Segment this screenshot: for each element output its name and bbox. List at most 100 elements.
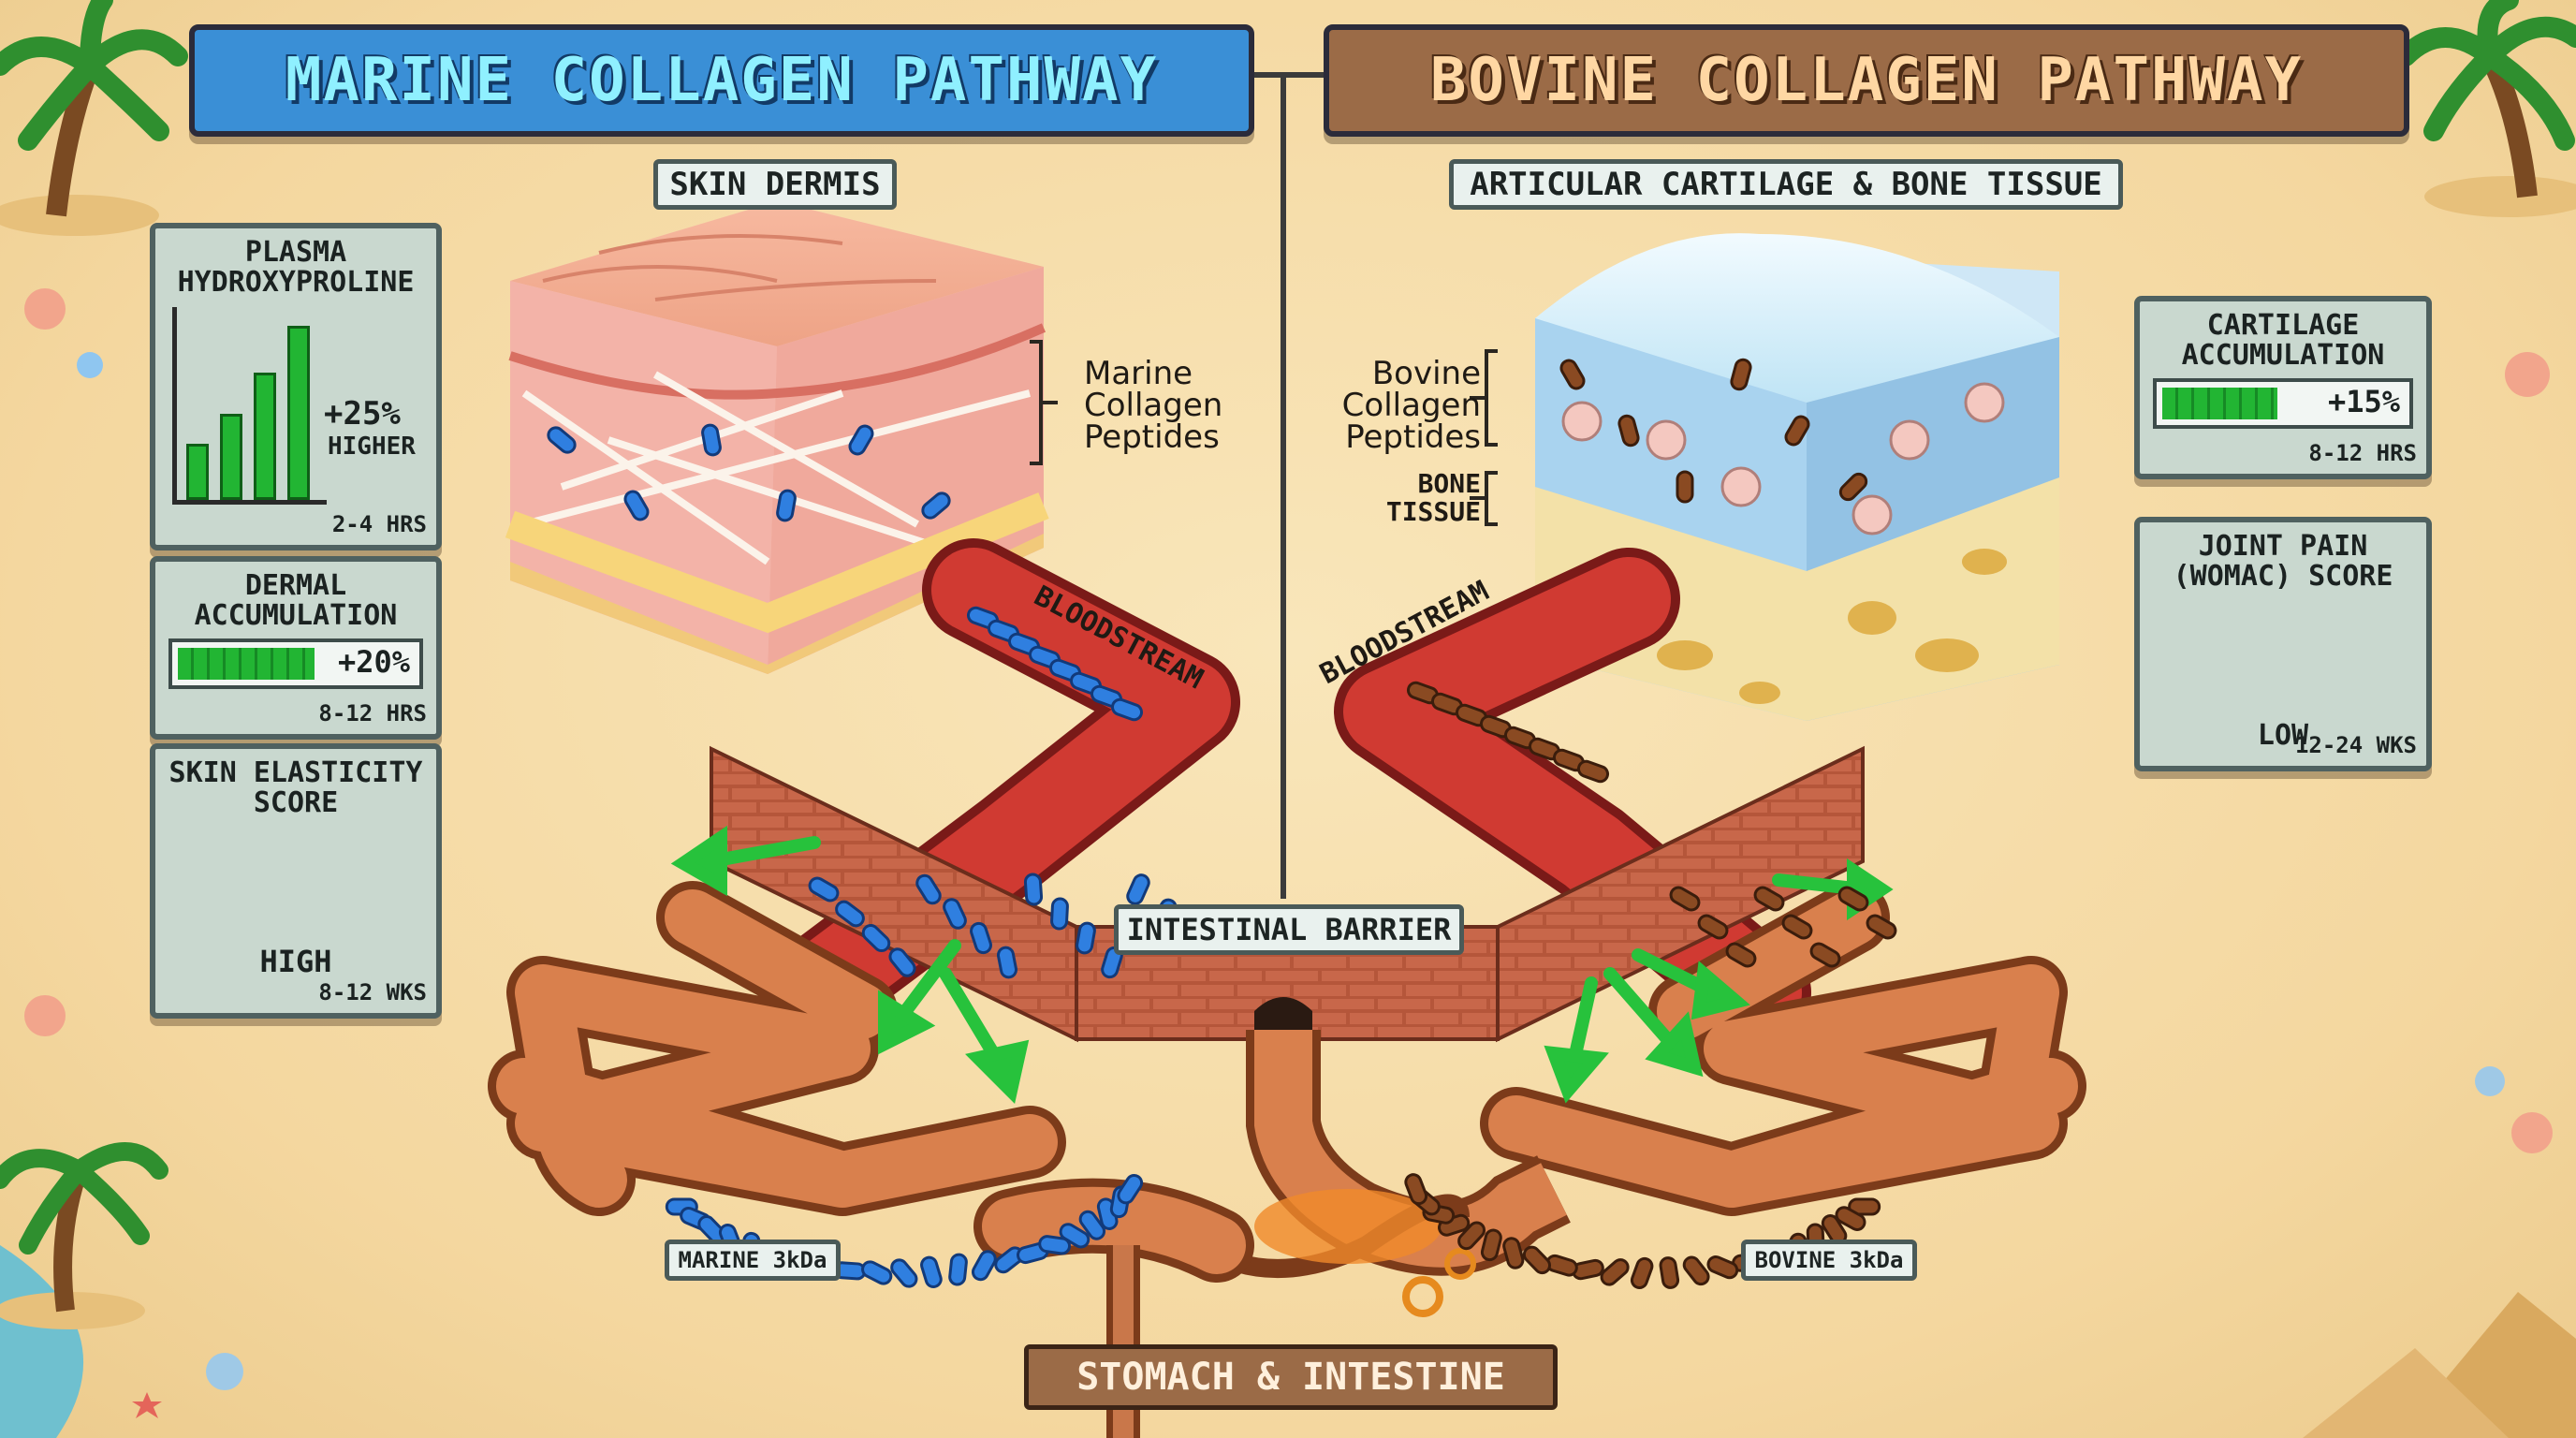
- peptide-capsule: [1600, 1258, 1630, 1286]
- peptide-capsule: [1669, 886, 1701, 912]
- marine-pathway-header: MARINE COLLAGEN PATHWAY: [189, 24, 1254, 137]
- peptide-capsule: [920, 1255, 943, 1288]
- palm-tree-top-right: [2395, 0, 2576, 217]
- dermal-progress-bar: +20%: [168, 638, 423, 689]
- dermal-accumulation-panel: DERMAL ACCUMULATION +20% 8-12 HRS: [150, 556, 442, 740]
- intestine-bovine: [1480, 881, 2086, 1216]
- seashells: [24, 288, 2553, 1418]
- marine-peptides-label: Marine Collagen Peptides: [1084, 355, 1223, 456]
- peptide-capsule: [1404, 1173, 1428, 1206]
- peptide-capsule: [1078, 1210, 1106, 1240]
- panel-time: 2-4 HRS: [331, 511, 427, 537]
- peptide-capsule: [1781, 914, 1813, 940]
- hydroxyproline-bar: [220, 414, 242, 500]
- peptide-capsule: [1576, 759, 1610, 784]
- hydroxyproline-bar: [186, 444, 209, 500]
- label-brackets: [1030, 340, 1498, 526]
- intestinal-barrier-tag: INTESTINAL BARRIER: [1114, 904, 1464, 955]
- peptide-capsule: [1630, 1256, 1654, 1289]
- bovine-size-tag: BOVINE 3kDa: [1741, 1240, 1917, 1281]
- cartilage-progress-bar: +15%: [2153, 378, 2413, 429]
- peptide-capsule: [1023, 873, 1044, 906]
- joint-pain-reading: LOW: [2257, 719, 2309, 752]
- peptide-capsule: [1866, 914, 1897, 940]
- peptide-capsule: [1697, 914, 1729, 940]
- peptide-capsule: [1753, 886, 1785, 912]
- palm-tree-top-left: [0, 0, 188, 236]
- marine-size-tag: MARINE 3kDa: [665, 1240, 841, 1281]
- panel-title: CARTILAGE ACCUMULATION: [2181, 309, 2385, 372]
- peptide-capsule: [1784, 415, 1810, 447]
- palm-tree-bottom-left: [0, 1142, 168, 1438]
- hydroxyproline-bar: [254, 373, 276, 500]
- bovine-peptides-label: Bovine Collagen Peptides: [1341, 355, 1481, 456]
- peptide-capsule: [971, 1250, 997, 1282]
- peptide-capsule: [888, 947, 916, 977]
- peptide-capsule: [808, 876, 840, 902]
- peptide-capsule: [1725, 942, 1757, 968]
- plasma-value: +25%: [324, 395, 401, 433]
- peptide-capsule: [1682, 1255, 1710, 1286]
- peptide-capsule: [1837, 886, 1869, 912]
- gear-icon: [1402, 1276, 1443, 1317]
- skin-dermis-block: [505, 201, 1049, 674]
- plasma-note: HIGHER: [328, 433, 416, 461]
- peptide-capsule: [970, 921, 992, 955]
- peptide-capsule: [861, 923, 891, 953]
- absorption-arrows-marine: [670, 825, 1030, 1104]
- peptide-capsule: [1110, 697, 1144, 722]
- peptide-capsule: [701, 423, 722, 457]
- peptide-capsule: [1457, 1221, 1486, 1251]
- peptide-capsule: [890, 1258, 918, 1288]
- peptide-capsule: [1522, 1245, 1552, 1275]
- peptide-capsule: [1050, 897, 1069, 931]
- peptide-capsule: [1559, 359, 1586, 390]
- sand-dunes-bottom-right: [2303, 1292, 2576, 1438]
- panel-time: 8-12 WKS: [318, 979, 427, 1005]
- peptide-capsule: [1706, 1255, 1739, 1280]
- peptide-capsule: [948, 1253, 968, 1286]
- peptide-capsule: [1480, 1228, 1502, 1262]
- hydroxyproline-bar-chart: [172, 307, 327, 505]
- peptide-capsule: [848, 424, 874, 456]
- panel-time: 8-12 HRS: [2308, 440, 2417, 466]
- stomach-intestine-tag: STOMACH & INTESTINE: [1024, 1344, 1558, 1410]
- panel-title: SKIN ELASTICITY SCORE: [168, 756, 423, 819]
- peptide-capsule: [1835, 1206, 1866, 1231]
- peptide-capsule: [1038, 1235, 1072, 1255]
- peptide-capsule: [861, 1260, 893, 1285]
- peptide-capsule: [1502, 1237, 1525, 1269]
- peptide-capsule: [1076, 921, 1096, 955]
- peptide-capsule: [915, 873, 942, 905]
- peptide-capsule: [996, 946, 1018, 979]
- joint-pain-panel: JOINT PAIN (WOMAC) SCORE LOW 12-24 WKS: [2134, 517, 2432, 771]
- cartilage-accumulation-panel: CARTILAGE ACCUMULATION +15% 8-12 HRS: [2134, 296, 2432, 479]
- peptide-capsule: [943, 898, 967, 930]
- peptide-capsule: [1126, 873, 1150, 905]
- peptide-capsule: [547, 426, 577, 454]
- peptide-capsule: [921, 492, 951, 520]
- peptide-capsule: [1117, 1173, 1144, 1205]
- peptide-capsule: [1659, 1256, 1680, 1289]
- bone-tissue-label: BONE TISSUE: [1385, 468, 1481, 527]
- hydroxyproline-bar: [287, 326, 310, 500]
- peptide-capsule: [1617, 414, 1640, 448]
- peptide-capsule: [1848, 1197, 1881, 1216]
- elasticity-reading: HIGH: [259, 944, 332, 979]
- peptide-capsule: [1730, 358, 1752, 391]
- panel-title: PLASMA HYDROXYPROLINE: [177, 236, 415, 299]
- panel-title: JOINT PAIN (WOMAC) SCORE: [2173, 530, 2393, 593]
- peptide-capsule: [1059, 1223, 1090, 1249]
- plasma-hydroxyproline-panel: PLASMA HYDROXYPROLINE +25% HIGHER 2-4 HR…: [150, 223, 442, 550]
- peptide-capsule: [1676, 470, 1694, 504]
- header-connector: [1243, 72, 1324, 899]
- gear-icon: [1444, 1248, 1476, 1280]
- peptide-capsule: [776, 489, 797, 522]
- skin-elasticity-panel: SKIN ELASTICITY SCORE HIGH 8-12 WKS: [150, 743, 442, 1019]
- skin-dermis-tag: SKIN DERMIS: [653, 159, 897, 210]
- peptide-capsule: [1838, 472, 1868, 502]
- peptide-capsule: [623, 490, 650, 521]
- panel-time: 12-24 WKS: [2294, 732, 2417, 758]
- peptide-capsule: [1809, 942, 1841, 968]
